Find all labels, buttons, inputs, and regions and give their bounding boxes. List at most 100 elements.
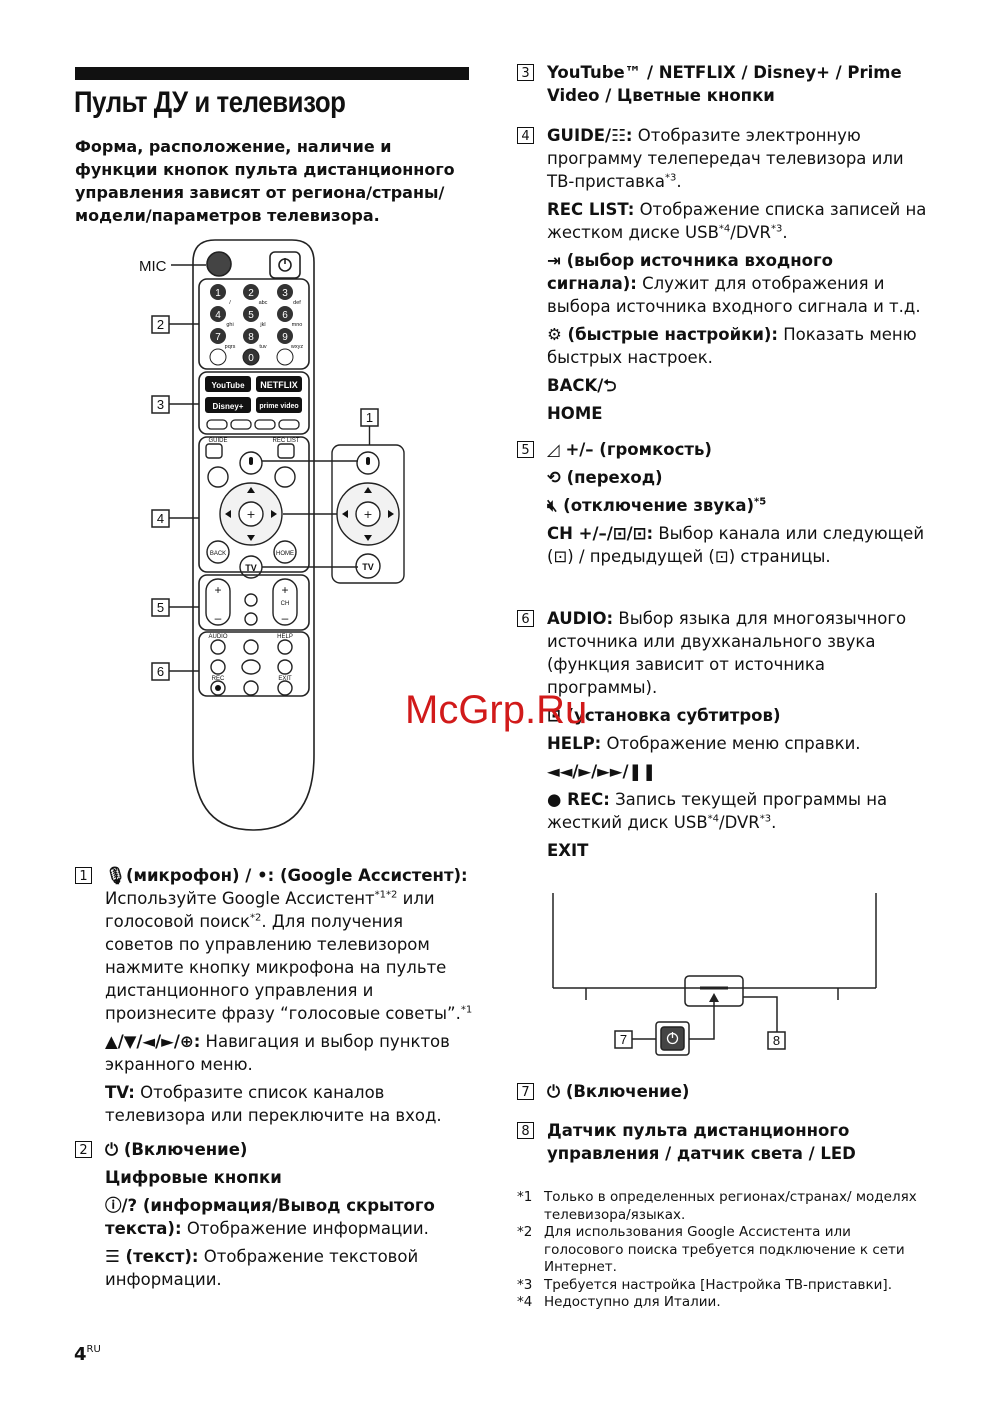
guide-heading: GUIDE/ [547,126,612,145]
item-7-number: 7 [517,1083,534,1100]
number-key [210,306,226,322]
ch-text-1: Выбор канала или следующей ( [547,524,925,566]
guide-icon: ☷ [611,126,626,145]
nav-text: Навигация и выбор пунктов экранного меню… [105,1032,450,1074]
rec-list-text: Отображение списка записей на жестком ди… [547,200,927,242]
tv-heading: TV: [105,1083,135,1102]
number-key [210,284,226,300]
footnote-ref: *2 [250,912,262,924]
item-7: 7 ⏻ (Включение) [517,1080,927,1108]
ch-heading: CH +/–/ [547,524,613,543]
subtitle-heading: (установка субтитров) [566,706,781,725]
subtitle-icon: ⊡ [547,706,561,725]
number-key-digit: 2 [248,288,254,299]
footnote-ref: *4 [718,223,731,235]
footnote-key: *4 [517,1294,533,1310]
audio-heading: AUDIO: [547,609,614,628]
number-key-letters: pqrs [225,344,236,350]
number-key-digit: 9 [282,332,288,343]
number-key-letters: def [293,300,301,306]
mic-icon: 🎙︎ [105,866,126,885]
footnote-text: Требуется настройка [Настройка ТВ-приста… [544,1276,892,1293]
number-key-letters: abc [259,300,268,306]
back-arrow-icon: ⮌ [603,376,617,395]
help-heading: HELP: [547,734,602,753]
footnote-text: Только в определенных регионах/странах/ … [544,1189,917,1223]
svg-text:+: + [363,508,372,521]
footnote-ref: *3 [759,813,772,825]
item-1: 1 🎙︎(микрофон) / •: (Google Ассистент): … [75,864,475,1132]
footnote-ref: *4 [707,813,720,825]
rec-heading: ● REC: [547,790,610,809]
rec-list-mid: /DVR [730,223,771,242]
google-assistant-icon: •: [257,866,275,885]
item-2-power: (Включение) [123,1140,248,1159]
guide-colon: : [625,126,633,145]
rec-mid: /DVR [719,813,760,832]
number-key-digit: 8 [248,332,254,343]
page-number-value: 4 [74,1344,87,1365]
prime-video-button-label: prime video [259,403,298,410]
footnote-ref: *3 [664,172,677,184]
mute-heading: (отключение звука) [563,496,754,515]
item-1-text-2: или голосовой поиск [105,889,435,931]
number-key-digit: 1 [215,288,221,299]
page-up-icon: ⊡ [612,524,627,543]
number-key-letters: ghi [226,322,233,328]
item-3: 3 YouTube™ / NETFLIX / Disney+ / Prime V… [517,61,927,112]
rec-key-label: REC [212,676,225,682]
number-key-digit: 6 [282,310,288,321]
volume-icon: ◿ [547,440,560,459]
number-key-digit: 5 [248,310,254,321]
number-key [277,328,293,344]
rec-list-end: . [782,223,788,242]
jump-icon: ⟲ [547,468,561,487]
audio-key-label: AUDIO [208,634,227,640]
exit-key-label: EXIT [278,676,292,682]
ch-text-2: ) / предыдущей ( [567,547,715,566]
footnote-key: *3 [517,1276,533,1293]
teletext-icon: ☰ [105,1247,120,1266]
svg-text:TV: TV [362,562,374,572]
footnote-ref: *1*2 [374,889,398,901]
number-key-letters: jkl [259,322,265,328]
item-5-number: 5 [517,441,534,458]
callout-5: 5 [157,600,164,615]
audio-text: Выбор языка для многоязычного источника … [547,609,907,697]
page-up-icon: ⊡ [553,547,568,566]
footnote-text: Недоступно для Италии. [544,1294,721,1310]
guide-end: . [676,172,682,191]
page-down-icon: ⊡ [714,547,729,566]
rec-list-key-label: REC LIST [272,438,299,444]
tv-diagram: 7 8 [552,893,877,1056]
rec-text: Запись текущей программы на жесткий диск… [547,790,888,832]
teletext-heading: (текст): [125,1247,199,1266]
item-5: 5 ◿ +/– (громкость) ⟲ (переход) 🔇︎ (откл… [517,438,927,573]
youtube-button-label: YouTube [211,381,245,390]
callout-1: 1 [366,410,373,425]
nav-heading: ▲/▼/◄/►/ [105,1032,180,1051]
item-2: 2 ⏻ (Включение) Цифровые кнопки ⓘ/? (инф… [75,1138,475,1296]
page-locale: RU [86,1344,101,1355]
item-6-number: 6 [517,610,534,627]
mute-icon: 🔇︎ [547,496,558,515]
help-text: Отображение меню справки. [601,734,861,753]
power-icon: ⏻ [105,1140,119,1159]
guide-text: Отобразите электронную программу телепер… [547,126,904,191]
number-key [243,328,259,344]
remote-control-illustration: MIC 1/2abc3def4ghi5jkl6mno7pqrs8tuv9wxyz… [139,239,405,831]
info-icon: ⓘ/? [105,1196,138,1215]
power-icon: ⏻ [547,1082,561,1101]
input-text: Служит для отображения и выбора источник… [547,274,921,316]
ch-text-3: ) страницы. [728,547,831,566]
tv-callout-7: 7 [620,1032,627,1047]
callout-6: 6 [157,664,164,679]
number-key-digit: 4 [215,310,221,321]
number-key-letters: tuv [259,344,267,350]
svg-text:–: – [215,611,222,625]
digit-keys-heading: Цифровые кнопки [105,1168,282,1187]
guide-key-label: GUIDE [208,438,227,444]
netflix-button-label: NETFLIX [260,380,298,390]
callout-4: 4 [157,511,164,526]
